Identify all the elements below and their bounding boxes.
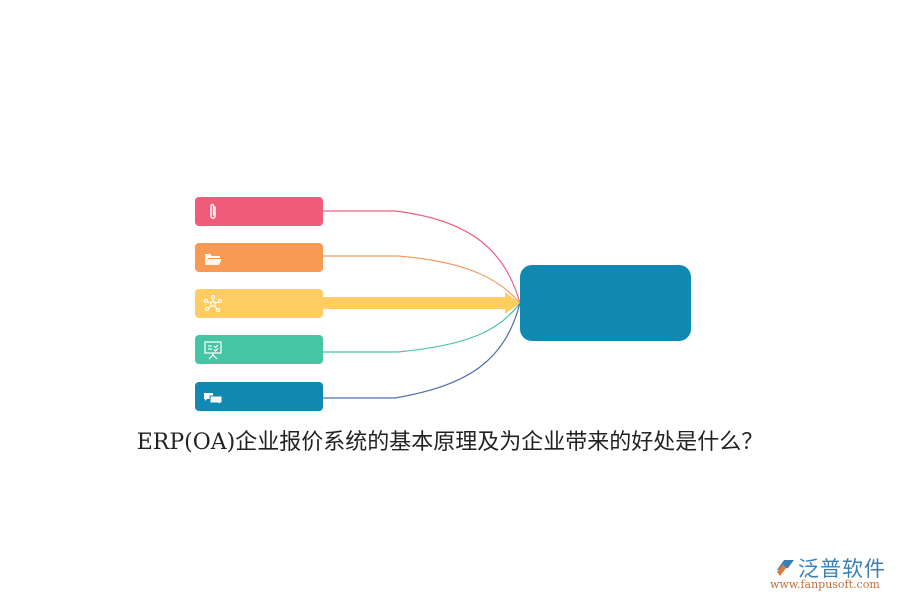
brand-logo: 泛普软件 www.fanpusoft.com: [768, 553, 898, 593]
connector-yellow-arrow: [505, 292, 520, 314]
connector-blue: [323, 302, 521, 399]
connector-orange: [323, 255, 521, 304]
presentation-board-icon: [204, 341, 222, 360]
center-node: [520, 265, 691, 341]
node-yellow: [195, 289, 323, 318]
folder-icon: [205, 254, 222, 265]
logo-name: 泛普软件: [798, 557, 886, 581]
connector-yellow-bar: [320, 297, 508, 309]
logo-mark-icon: [777, 560, 794, 576]
connector-pink: [323, 210, 521, 304]
page-title: ERP(OA)企业报价系统的基本原理及为企业带来的好处是什么？: [136, 430, 764, 455]
node-pink: [195, 197, 323, 226]
network-icon: [203, 294, 223, 313]
chat-bubbles-icon: [204, 393, 223, 407]
node-blue: [195, 382, 323, 411]
logo-url: www.fanpusoft.com: [770, 578, 880, 591]
node-teal: [195, 335, 323, 364]
connector-teal: [323, 302, 521, 353]
paperclip-icon: [210, 203, 216, 219]
node-orange: [195, 243, 323, 272]
